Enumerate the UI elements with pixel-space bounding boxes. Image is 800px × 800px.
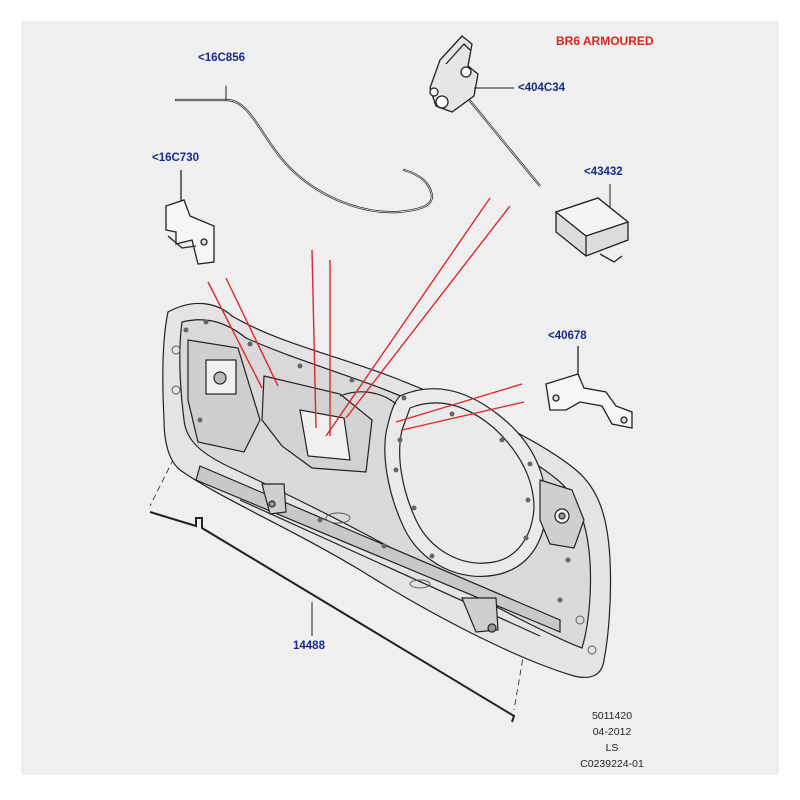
bracket-16C730	[165, 170, 215, 265]
bracket-40678	[545, 346, 633, 429]
variant-label: BR6 ARMOURED	[556, 34, 654, 48]
callout-40678: <40678	[548, 330, 587, 342]
callout-14488: 14488	[293, 640, 325, 652]
footer-line-2: 04-2012	[592, 726, 632, 738]
cable-16C856	[174, 85, 434, 214]
actuator-404C34	[429, 35, 541, 187]
red-leader-lines	[207, 197, 525, 437]
callout-43432: <43432	[584, 166, 623, 178]
footer-line-3: LS	[605, 742, 619, 754]
footer-line-4: C0239224-01	[580, 758, 644, 770]
callout-16C856: <16C856	[198, 52, 245, 64]
tailgate-inner-panel	[162, 302, 612, 679]
module-43432	[554, 184, 630, 263]
callout-16C730: <16C730	[152, 152, 199, 164]
callout-404C34: <404C34	[518, 82, 565, 94]
footer-line-1: 5011420	[591, 710, 633, 722]
rod-14488	[149, 511, 516, 723]
